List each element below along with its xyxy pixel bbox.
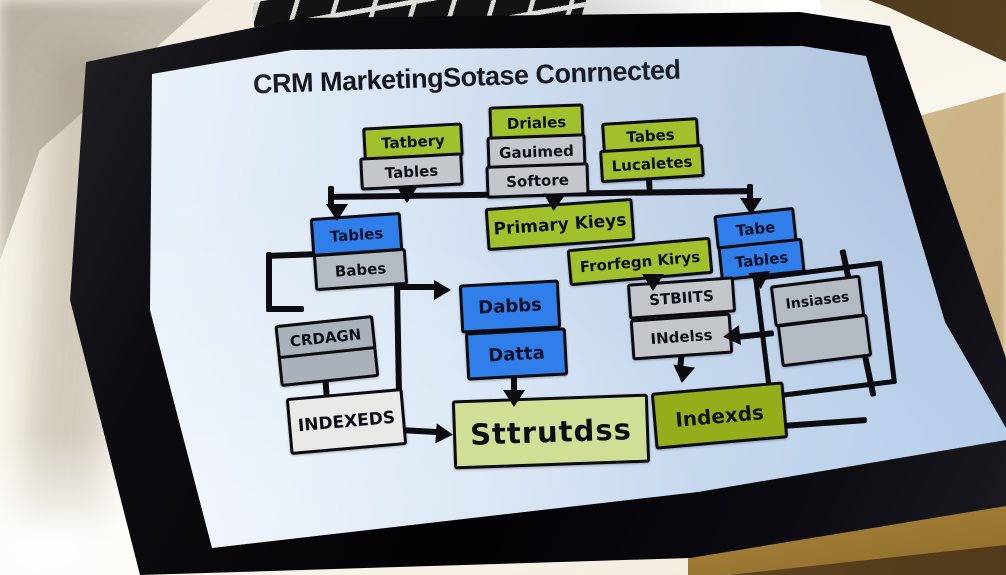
diagram-title: CRM MarketingSotase Conrnected bbox=[252, 54, 681, 100]
connector-wrap-horizontal bbox=[781, 417, 868, 429]
node-sttrutdss: Sttrutdss bbox=[451, 393, 651, 470]
connector-bracket-top bbox=[269, 251, 317, 259]
arrowhead-into-indelss-icon bbox=[722, 325, 741, 347]
connector-bracket-vertical bbox=[266, 252, 272, 312]
node-datta: Datta bbox=[464, 327, 569, 381]
arrowhead-into-dabbs-icon bbox=[434, 280, 451, 300]
node-indexds: Indexds bbox=[650, 381, 789, 450]
arrowhead-datta-down-icon bbox=[503, 390, 525, 407]
arrowhead-into-sttrutdss-icon bbox=[435, 423, 454, 445]
node-lucaletes: Lucaletes bbox=[599, 143, 705, 184]
arrowhead-into-stbiits-icon bbox=[642, 274, 664, 291]
node-babes: Babes bbox=[312, 247, 409, 292]
arrowhead-into-indexds-icon bbox=[670, 364, 696, 385]
arrowhead-into-tabe-icon bbox=[740, 198, 762, 215]
node-dabbs: Dabbs bbox=[458, 279, 562, 334]
arrowhead-into-insiases-icon bbox=[748, 270, 772, 291]
arrowhead-into-primary-keys-icon bbox=[542, 193, 566, 212]
node-indexeds: INDEXEDS bbox=[285, 388, 408, 455]
arrowhead-into-tables-left-icon bbox=[326, 204, 348, 221]
node-softore: Softore bbox=[485, 162, 590, 199]
arrowhead-onto-bus-icon bbox=[396, 186, 418, 203]
node-tables-top: Tables bbox=[359, 152, 464, 191]
node-indelss: INdelss bbox=[629, 312, 734, 361]
connector-bracket-bottom bbox=[266, 306, 304, 312]
